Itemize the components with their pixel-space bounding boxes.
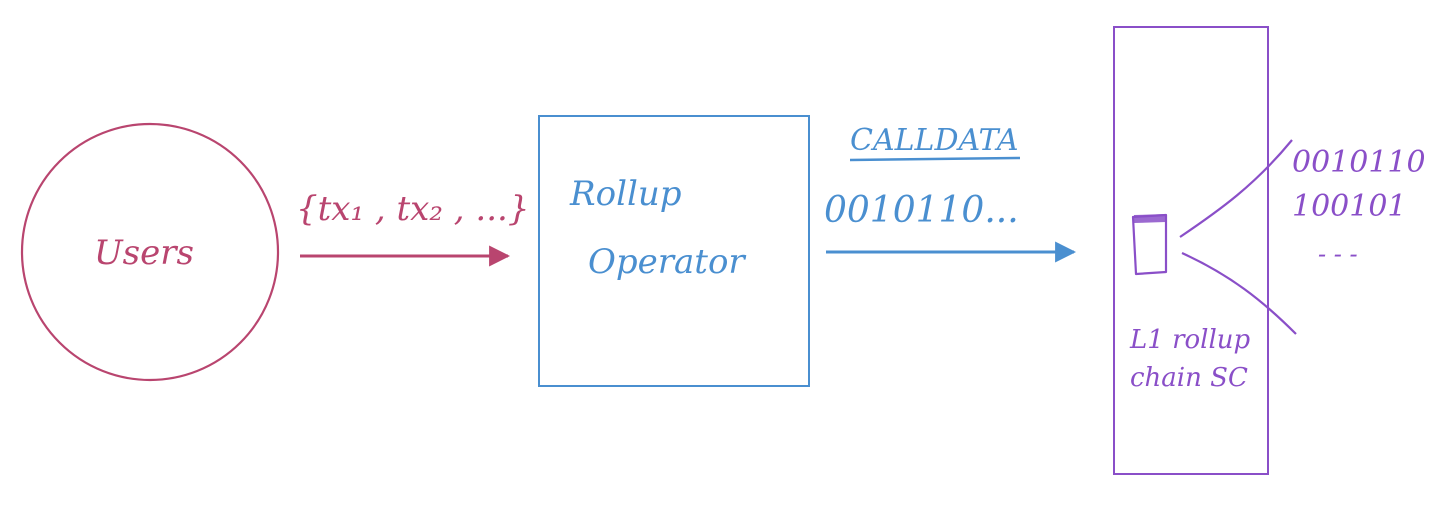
calldata: CALLDATA 0010110...	[824, 123, 1077, 263]
l1-label-line1: L1 rollup	[1129, 325, 1251, 355]
tx-set-label: {tx₁ , tx₂ , ...}	[296, 189, 529, 229]
l1-node: L1 rollup chain SC 0010110 100101 - - -	[1113, 26, 1426, 475]
calldata-bits: 0010110...	[824, 190, 1019, 231]
fan-line-top	[1179, 139, 1293, 238]
l1-data-ellipsis: - - -	[1318, 240, 1358, 268]
calldata-title: CALLDATA	[850, 123, 1019, 158]
fan-line-bottom	[1181, 252, 1297, 335]
l1-data-line1: 0010110	[1292, 145, 1426, 180]
users-node: Users	[20, 122, 280, 382]
l1-box	[1113, 26, 1269, 475]
l1-label-line2: chain SC	[1130, 363, 1248, 393]
operator-label-line1: Rollup	[569, 174, 681, 214]
users-circle	[20, 122, 280, 382]
users-label: Users	[94, 233, 194, 273]
operator-node: Rollup Operator	[538, 115, 810, 387]
calldata-underline	[849, 156, 1021, 162]
operator-label-line2: Operator	[588, 242, 746, 282]
operator-box	[538, 115, 810, 387]
database-icon	[1131, 213, 1168, 276]
l1-data-line2: 100101	[1292, 189, 1407, 224]
tx-set: {tx₁ , tx₂ , ...}	[296, 189, 529, 267]
